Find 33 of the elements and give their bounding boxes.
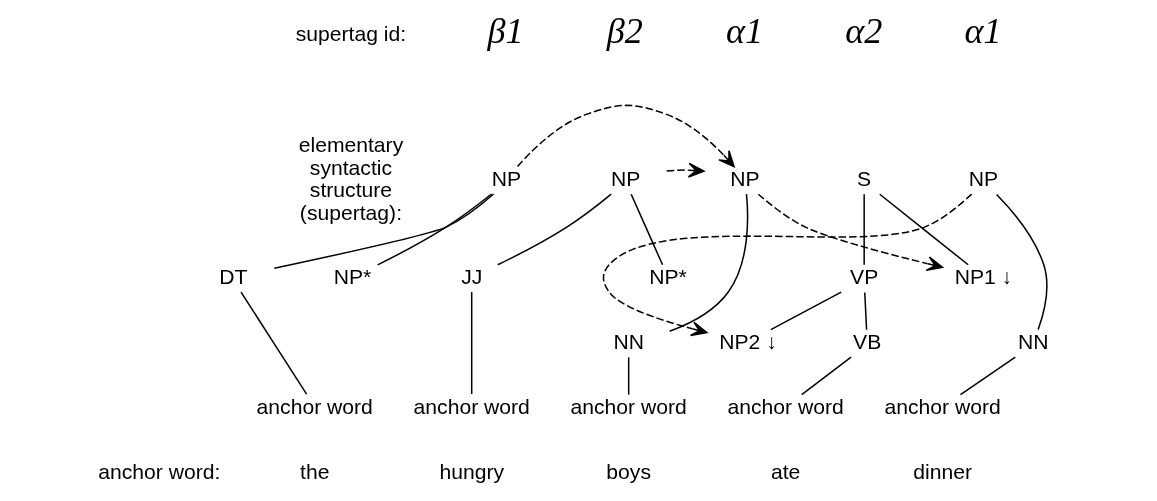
- label: α1: [726, 11, 764, 52]
- node-text: NP*: [649, 265, 687, 289]
- node-text: anchor word: [884, 394, 1001, 418]
- node-text: anchor word: [413, 394, 530, 418]
- node-text: VB: [853, 329, 882, 353]
- label: α1: [964, 11, 1002, 52]
- label: anchor word:: [98, 459, 221, 483]
- node-text: NP1 ↓: [954, 265, 1013, 289]
- node-text: NP: [730, 166, 760, 190]
- node-text: DT: [219, 265, 248, 289]
- label: the: [300, 459, 330, 483]
- node-text: anchor word: [256, 394, 373, 418]
- node-text: NN: [1017, 329, 1049, 353]
- node-text: NP: [610, 166, 641, 190]
- node-text: anchor word: [570, 394, 687, 418]
- node-text: NN: [613, 329, 644, 353]
- label: boys: [606, 459, 651, 483]
- node-text: JJ: [461, 265, 483, 289]
- node-text: NP2 ↓: [719, 329, 777, 353]
- node-text: NP: [968, 166, 999, 190]
- label: α2: [845, 11, 883, 52]
- label: hungry: [439, 459, 505, 483]
- label: dinner: [913, 459, 973, 483]
- label: β2: [606, 11, 643, 52]
- node-text: NP: [491, 166, 522, 190]
- label: β1: [487, 11, 524, 52]
- label: supertag id:: [295, 21, 407, 45]
- label: elementary syntactic structure (supertag):: [298, 132, 404, 224]
- node-text: VP: [850, 265, 879, 289]
- node-text: S: [857, 166, 872, 190]
- node-text: NP*: [333, 265, 372, 289]
- node-text: anchor word: [727, 394, 844, 418]
- label: ate: [770, 459, 801, 483]
